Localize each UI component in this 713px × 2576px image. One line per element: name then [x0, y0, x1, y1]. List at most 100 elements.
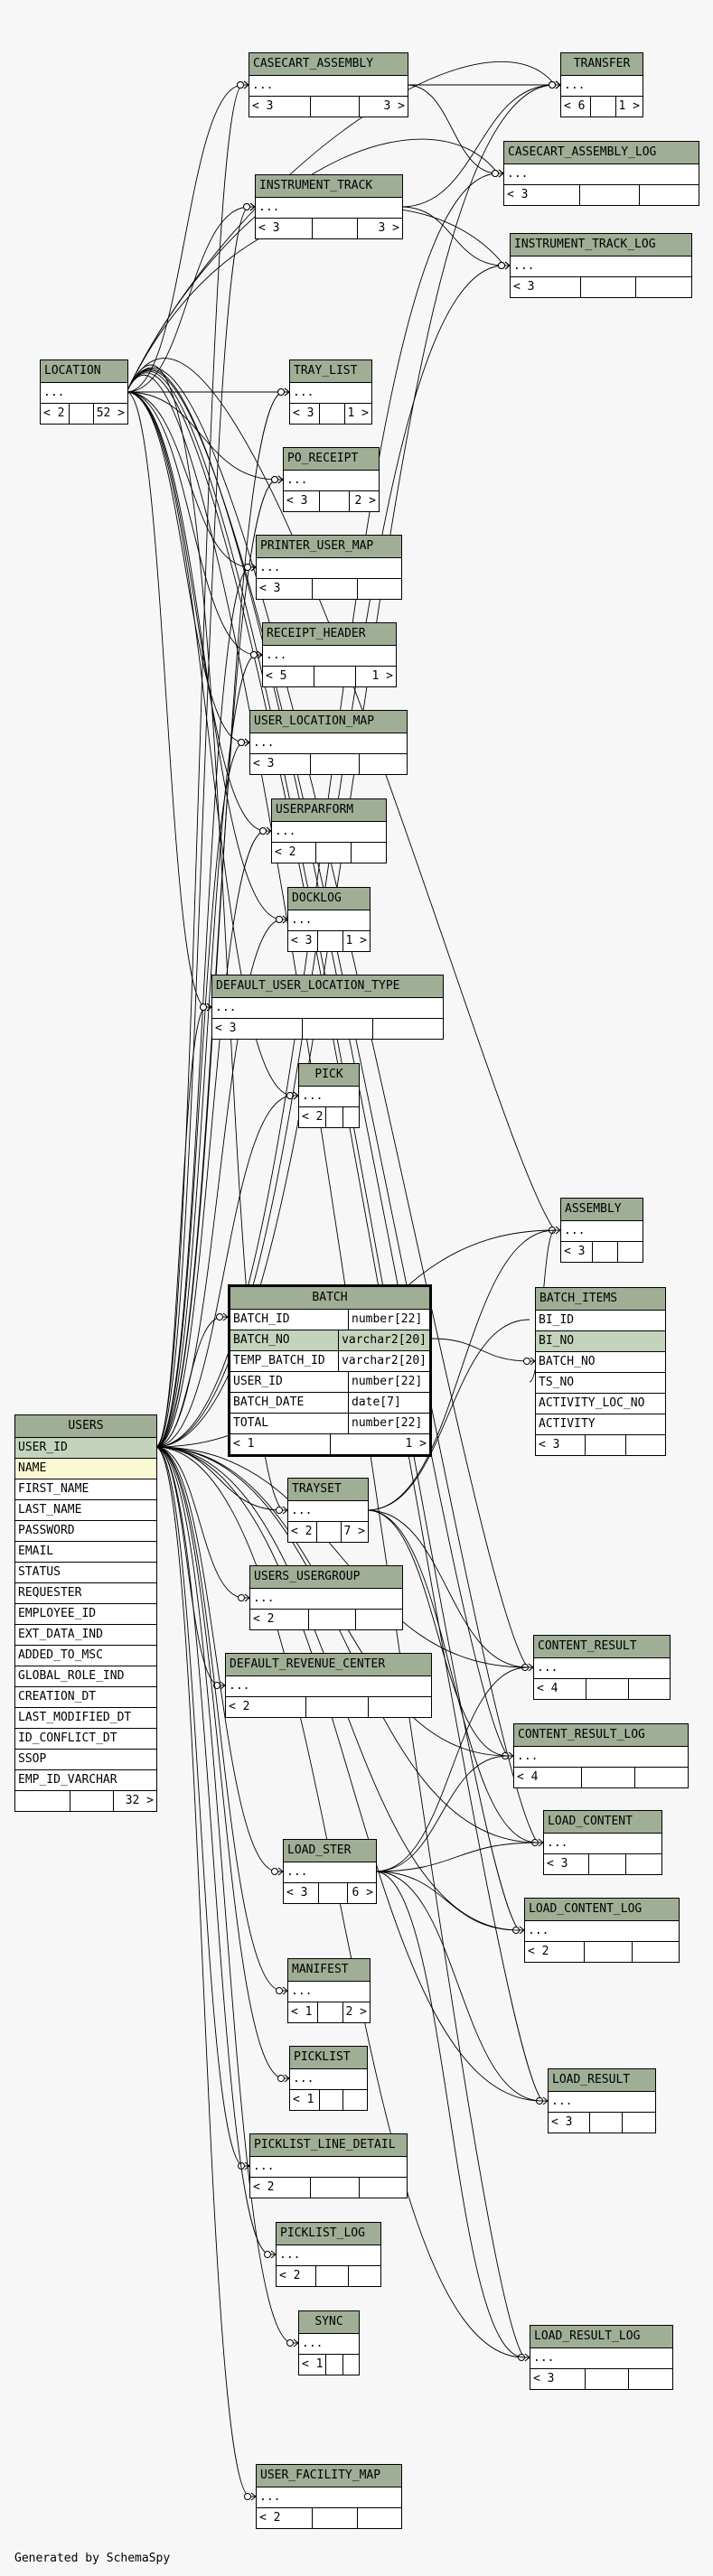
column-type: varchar2[20] — [342, 1333, 427, 1347]
footer-cell — [593, 1242, 618, 1262]
relationship-line — [126, 391, 251, 568]
table-picklist-log[interactable]: PICKLIST_LOG...< 2 — [276, 2222, 381, 2287]
table-row: USER_ID — [15, 1438, 156, 1459]
table-row: FIRST_NAME — [15, 1479, 156, 1500]
parents-count: < 2 — [41, 404, 70, 424]
table-pick[interactable]: PICK...< 2 — [298, 1063, 360, 1128]
relationship-line — [366, 1509, 539, 1843]
table-content-result-log[interactable]: CONTENT_RESULT_LOG...< 4 — [513, 1723, 689, 1788]
relationship-line — [155, 1446, 245, 1599]
footer-cell — [581, 277, 637, 297]
children-count — [635, 1768, 688, 1787]
table-printer-user-map[interactable]: PRINTER_USER_MAP...< 3 — [256, 535, 402, 600]
relationship-line — [155, 1446, 294, 2344]
table-row: ... — [288, 1501, 368, 1522]
table-row: LAST_MODIFIED_DT — [15, 1708, 156, 1729]
relationship-line — [155, 1446, 285, 2079]
table-title: CASECART_ASSEMBLY_LOG — [504, 142, 699, 164]
relationship-line — [126, 391, 278, 481]
table-row: ... — [525, 1921, 679, 1942]
crows-foot-marker — [523, 1357, 536, 1366]
children-count — [633, 1942, 679, 1962]
table-title: PICKLIST_LOG — [277, 2223, 380, 2245]
table-content-result[interactable]: CONTENT_RESULT...< 4 — [533, 1635, 671, 1700]
footer-cell — [316, 2266, 350, 2286]
children-count — [626, 1435, 665, 1455]
table-default-revenue-center[interactable]: DEFAULT_REVENUE_CENTER...< 2 — [225, 1653, 432, 1718]
footer-cell — [586, 2369, 630, 2389]
relationship-line — [366, 1509, 509, 1757]
footer-cell — [326, 2355, 343, 2375]
table-userparform[interactable]: USERPARFORM...< 2 — [271, 798, 387, 863]
column-name: USER_ID — [230, 1372, 349, 1392]
table-row: ACTIVITY_LOC_NO — [536, 1394, 665, 1414]
children-count — [349, 2266, 380, 2286]
table-load-result[interactable]: LOAD_RESULT...< 3 — [548, 2068, 656, 2133]
table-title: DOCKLOG — [288, 888, 370, 910]
children-count — [343, 2090, 367, 2110]
table-picklist[interactable]: PICKLIST...< 1 — [289, 2046, 368, 2111]
table-title: LOAD_CONTENT — [544, 1811, 661, 1834]
table-user-location-map[interactable]: USER_LOCATION_MAP...< 3 — [249, 710, 408, 775]
table-row: ... — [534, 1658, 670, 1679]
relationship-line — [374, 1755, 509, 1872]
table-title: LOAD_CONTENT_LOG — [525, 1899, 679, 1921]
footer-cell — [585, 1942, 633, 1962]
table-load-content[interactable]: LOAD_CONTENT...< 3 — [543, 1810, 662, 1875]
footer-cell — [320, 404, 345, 424]
table-users-usergroup[interactable]: USERS_USERGROUP...< 2 — [249, 1565, 403, 1630]
table-row: EMP_ID_VARCHAR — [15, 1770, 156, 1791]
relationship-line — [366, 1319, 530, 1511]
table-title: USERS_USERGROUP — [250, 1566, 402, 1589]
table-row: NAME — [15, 1459, 156, 1479]
table-casecart-assembly-log[interactable]: CASECART_ASSEMBLY_LOG...< 3 — [503, 141, 699, 206]
children-count: 32 > — [125, 1794, 155, 1807]
table-title: CONTENT_RESULT — [534, 1636, 670, 1658]
parents-count: < 2 — [250, 2178, 312, 2198]
crows-foot-marker — [492, 169, 504, 178]
children-count — [343, 2355, 359, 2375]
table-title: LOAD_STER — [284, 1840, 376, 1862]
relationship-line — [155, 1446, 251, 2497]
relationship-line — [374, 1871, 543, 2102]
table-row: ... — [249, 76, 408, 97]
table-sync[interactable]: SYNC...< 1 — [298, 2310, 360, 2375]
relationship-line — [400, 84, 556, 208]
table-user-facility-map[interactable]: USER_FACILITY_MAP...< 2 — [256, 2464, 402, 2529]
table-row: ... — [299, 2334, 359, 2355]
parents-count: < 3 — [250, 754, 312, 774]
relationship-line — [155, 1446, 271, 2255]
parents-count: < 2 — [272, 843, 316, 863]
children-count: 1 > — [345, 934, 367, 947]
table-row: ... — [212, 998, 443, 1019]
table-assembly[interactable]: ASSEMBLY...< 3 — [560, 1198, 643, 1263]
table-row: ... — [549, 2092, 655, 2113]
table-instrument-track-log[interactable]: INSTRUMENT_TRACK_LOG...< 3 — [510, 233, 692, 298]
footer-cell — [586, 1435, 626, 1455]
table-title: TRAYSET — [288, 1479, 368, 1501]
parents-count: < 1 — [288, 2002, 319, 2022]
table-title: PICKLIST — [290, 2047, 367, 2069]
table-load-result-log[interactable]: LOAD_RESULT_LOG...< 3 — [530, 2325, 673, 2390]
relationship-line — [155, 479, 278, 1448]
relationship-line — [406, 84, 499, 174]
crows-foot-marker — [216, 1312, 229, 1321]
parents-count: < 6 — [561, 97, 592, 117]
table-picklist-line-detail[interactable]: PICKLIST_LINE_DETAIL...< 2 — [249, 2133, 408, 2198]
table-load-content-log[interactable]: LOAD_CONTENT_LOG...< 2 — [524, 1898, 680, 1963]
table-default-user-location-type[interactable]: DEFAULT_USER_LOCATION_TYPE...< 3 — [211, 975, 444, 1040]
